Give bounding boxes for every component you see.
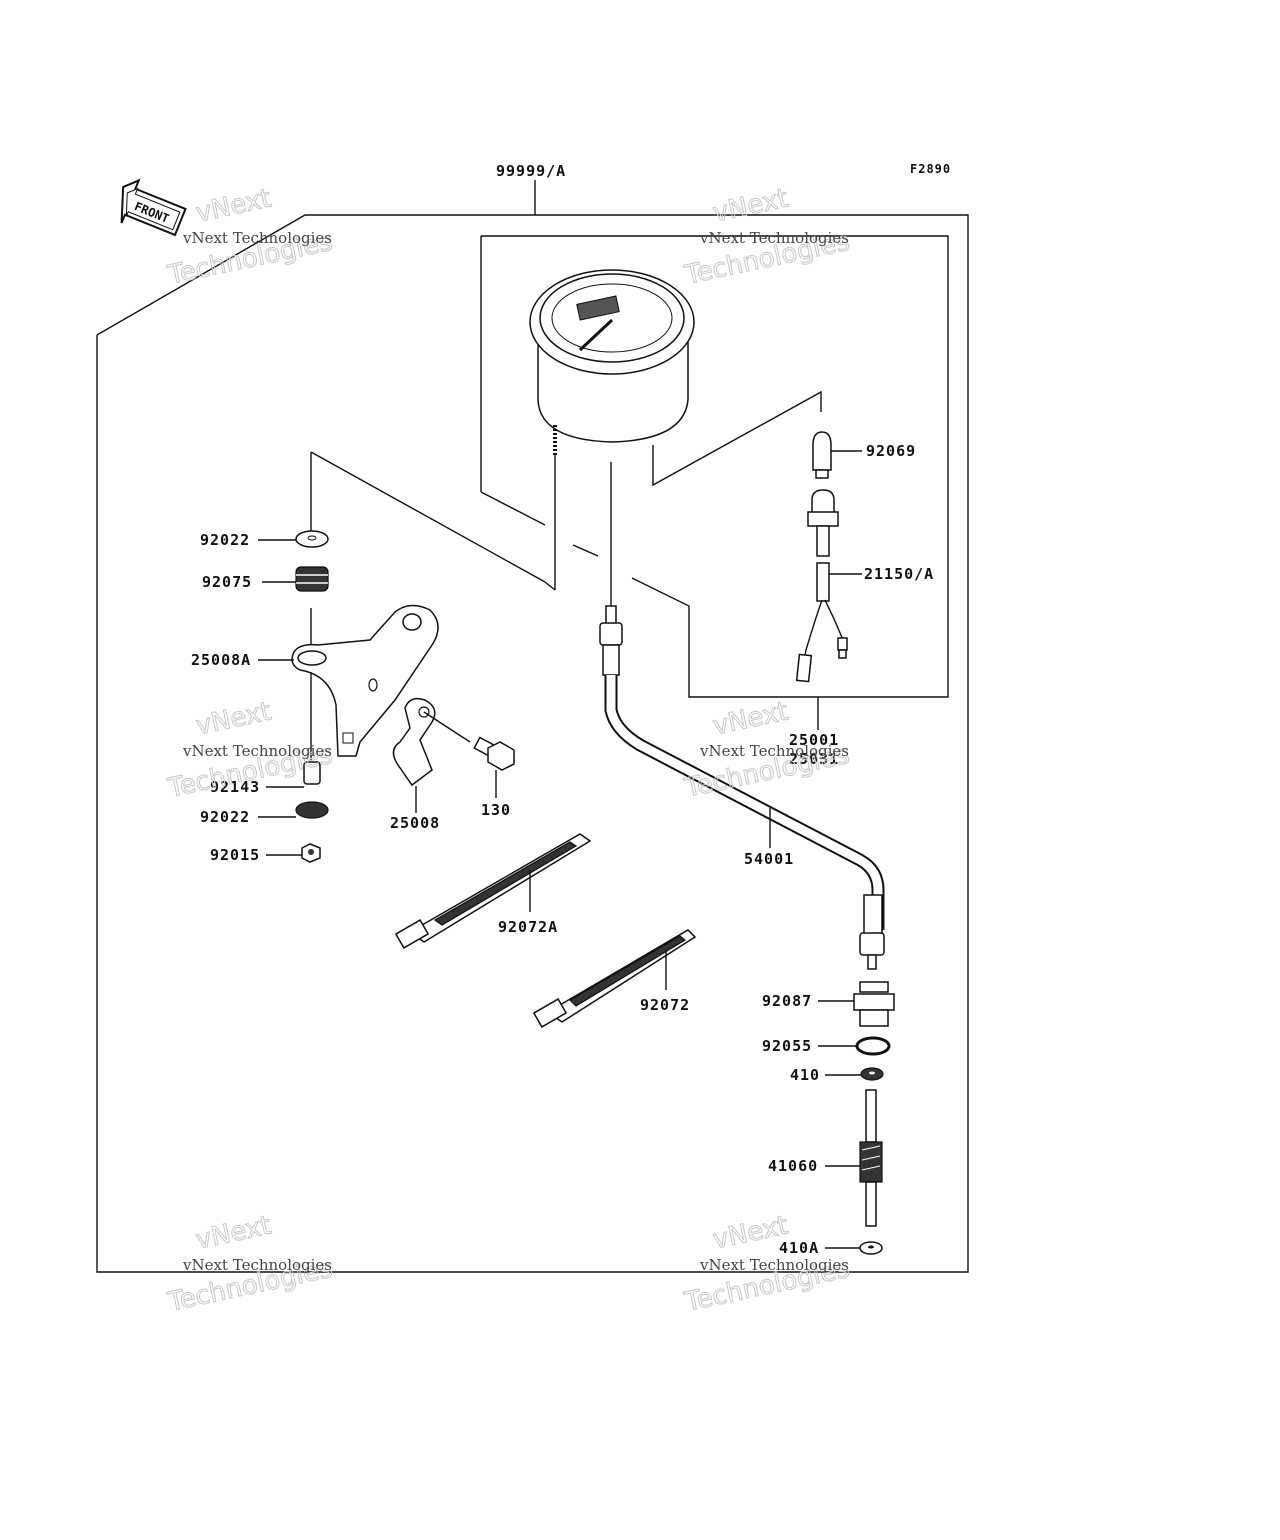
label-25031: 25031: [789, 750, 839, 768]
figure-code: F2890: [910, 162, 951, 176]
svg-text:vNext: vNext: [193, 184, 274, 229]
label-41060: 41060: [768, 1157, 818, 1175]
bracket-25008A-icon: [291, 604, 439, 757]
label-92069: 92069: [866, 442, 916, 460]
watermark-top-left: vNext Technologies vNext Technologies: [164, 183, 336, 291]
front-arrow-icon: FRONT: [120, 178, 187, 237]
label-25008: 25008: [390, 814, 440, 832]
svg-text:vNext Technologies: vNext Technologies: [182, 1256, 332, 1274]
bolt-130-icon: [473, 736, 515, 771]
svg-text:vNext Technologies: vNext Technologies: [699, 742, 849, 760]
nut-92015-icon: [301, 843, 321, 863]
washer-92022-bottom-icon: [295, 801, 329, 819]
label-92072: 92072: [640, 996, 690, 1014]
watermark-mid-right: vNext Technologies vNext Technologies: [681, 696, 853, 804]
label-130: 130: [481, 801, 511, 819]
label-92022-bottom: 92022: [200, 808, 250, 826]
label-21150A: 21150/A: [864, 565, 934, 583]
label-410: 410: [790, 1066, 820, 1084]
watermark-top-right: vNext Technologies vNext Technologies: [681, 183, 853, 291]
label-54001: 54001: [744, 850, 794, 868]
label-92075: 92075: [202, 573, 252, 591]
label-92055: 92055: [762, 1037, 812, 1055]
label-92022-top: 92022: [200, 531, 250, 549]
svg-text:vNext: vNext: [193, 1211, 274, 1256]
svg-text:vNext Technologies: vNext Technologies: [182, 229, 332, 247]
svg-text:vNext: vNext: [710, 184, 791, 229]
grommet-92075-icon: [295, 566, 329, 592]
socket-harness-21150A-icon: [795, 489, 848, 683]
svg-text:vNext Technologies: vNext Technologies: [699, 229, 849, 247]
clamp-25008-icon: [392, 697, 436, 787]
collar-92143-icon: [303, 761, 321, 785]
bulb-92069-icon: [812, 431, 832, 479]
label-25001: 25001: [789, 731, 839, 749]
svg-text:vNext: vNext: [193, 697, 274, 742]
label-410A: 410A: [779, 1239, 819, 1257]
speedometer-cable-54001-icon: [599, 605, 885, 970]
label-kit: 99999/A: [496, 162, 566, 180]
label-25008A: 25008A: [191, 651, 251, 669]
pinion-gear-41060-icon: [859, 1089, 883, 1227]
svg-text:vNext: vNext: [710, 697, 791, 742]
cable-tie-92072A-icon: [394, 833, 592, 949]
fitting-92087-icon: [853, 981, 895, 1027]
watermark-bottom-left: vNext Technologies vNext Technologies: [164, 1210, 336, 1318]
o-ring-92055-icon: [855, 1036, 891, 1056]
speedometer-icon: [529, 269, 695, 455]
svg-text:vNext Technologies: vNext Technologies: [182, 742, 332, 760]
label-92087: 92087: [762, 992, 812, 1010]
outer-frame: [96, 214, 969, 1273]
label-92072A: 92072A: [498, 918, 558, 936]
label-92143: 92143: [210, 778, 260, 796]
svg-text:vNext Technologies: vNext Technologies: [699, 1256, 849, 1274]
cable-tie-92072-icon: [532, 929, 697, 1028]
watermark-bottom-right: vNext Technologies vNext Technologies: [681, 1210, 853, 1318]
label-92015: 92015: [210, 846, 260, 864]
